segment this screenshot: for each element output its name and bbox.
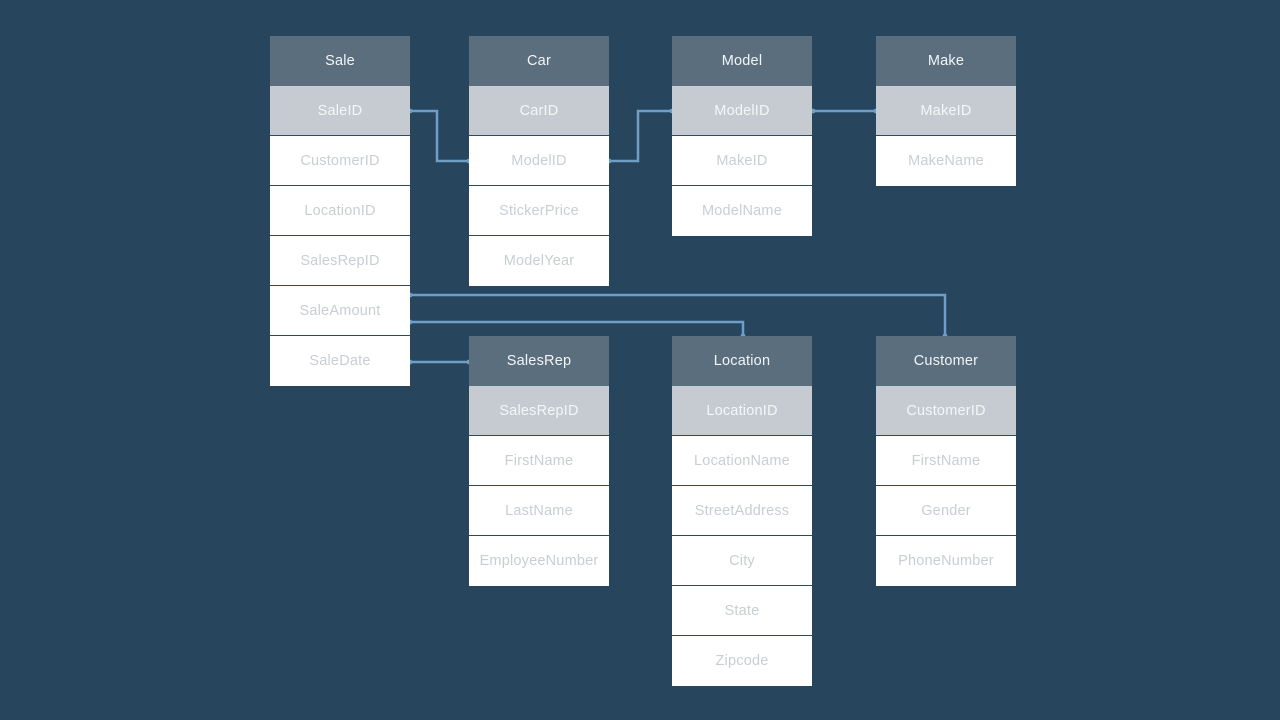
attribute-row-model-makeid[interactable]: MakeID [672,136,812,186]
primary-key-row-make[interactable]: MakeID [876,86,1016,136]
attribute-row-salesrep-lastname[interactable]: LastName [469,486,609,536]
entity-title-make: Make [876,36,1016,86]
primary-key-row-customer[interactable]: CustomerID [876,386,1016,436]
attribute-row-make-makename[interactable]: MakeName [876,136,1016,186]
entity-title-salesrep: SalesRep [469,336,609,386]
attribute-row-location-locationname[interactable]: LocationName [672,436,812,486]
attribute-row-customer-gender[interactable]: Gender [876,486,1016,536]
entity-title-location: Location [672,336,812,386]
primary-key-row-sale[interactable]: SaleID [270,86,410,136]
attribute-row-location-streetaddress[interactable]: StreetAddress [672,486,812,536]
attribute-row-location-state[interactable]: State [672,586,812,636]
primary-key-row-model[interactable]: ModelID [672,86,812,136]
attribute-row-location-city[interactable]: City [672,536,812,586]
attribute-row-car-stickerprice[interactable]: StickerPrice [469,186,609,236]
relationship-line [410,293,947,336]
attribute-row-customer-firstname[interactable]: FirstName [876,436,1016,486]
primary-key-row-car[interactable]: CarID [469,86,609,136]
entity-title-model: Model [672,36,812,86]
primary-key-row-location[interactable]: LocationID [672,386,812,436]
relationship-line [410,320,745,336]
attribute-row-customer-phonenumber[interactable]: PhoneNumber [876,536,1016,586]
attribute-row-model-modelname[interactable]: ModelName [672,186,812,236]
entity-title-sale: Sale [270,36,410,86]
entity-title-customer: Customer [876,336,1016,386]
attribute-row-sale-saleamount[interactable]: SaleAmount [270,286,410,336]
attribute-row-salesrep-employeenumber[interactable]: EmployeeNumber [469,536,609,586]
entity-title-car: Car [469,36,609,86]
attribute-row-location-zipcode[interactable]: Zipcode [672,636,812,686]
attribute-row-sale-saledate[interactable]: SaleDate [270,336,410,386]
attribute-row-car-modelyear[interactable]: ModelYear [469,236,609,286]
attribute-row-sale-customerid[interactable]: CustomerID [270,136,410,186]
relationship-line [410,109,469,163]
primary-key-row-salesrep[interactable]: SalesRepID [469,386,609,436]
attribute-row-salesrep-firstname[interactable]: FirstName [469,436,609,486]
attribute-row-sale-salesrepid[interactable]: SalesRepID [270,236,410,286]
attribute-row-car-modelid[interactable]: ModelID [469,136,609,186]
relationship-line [609,109,672,163]
attribute-row-sale-locationid[interactable]: LocationID [270,186,410,236]
